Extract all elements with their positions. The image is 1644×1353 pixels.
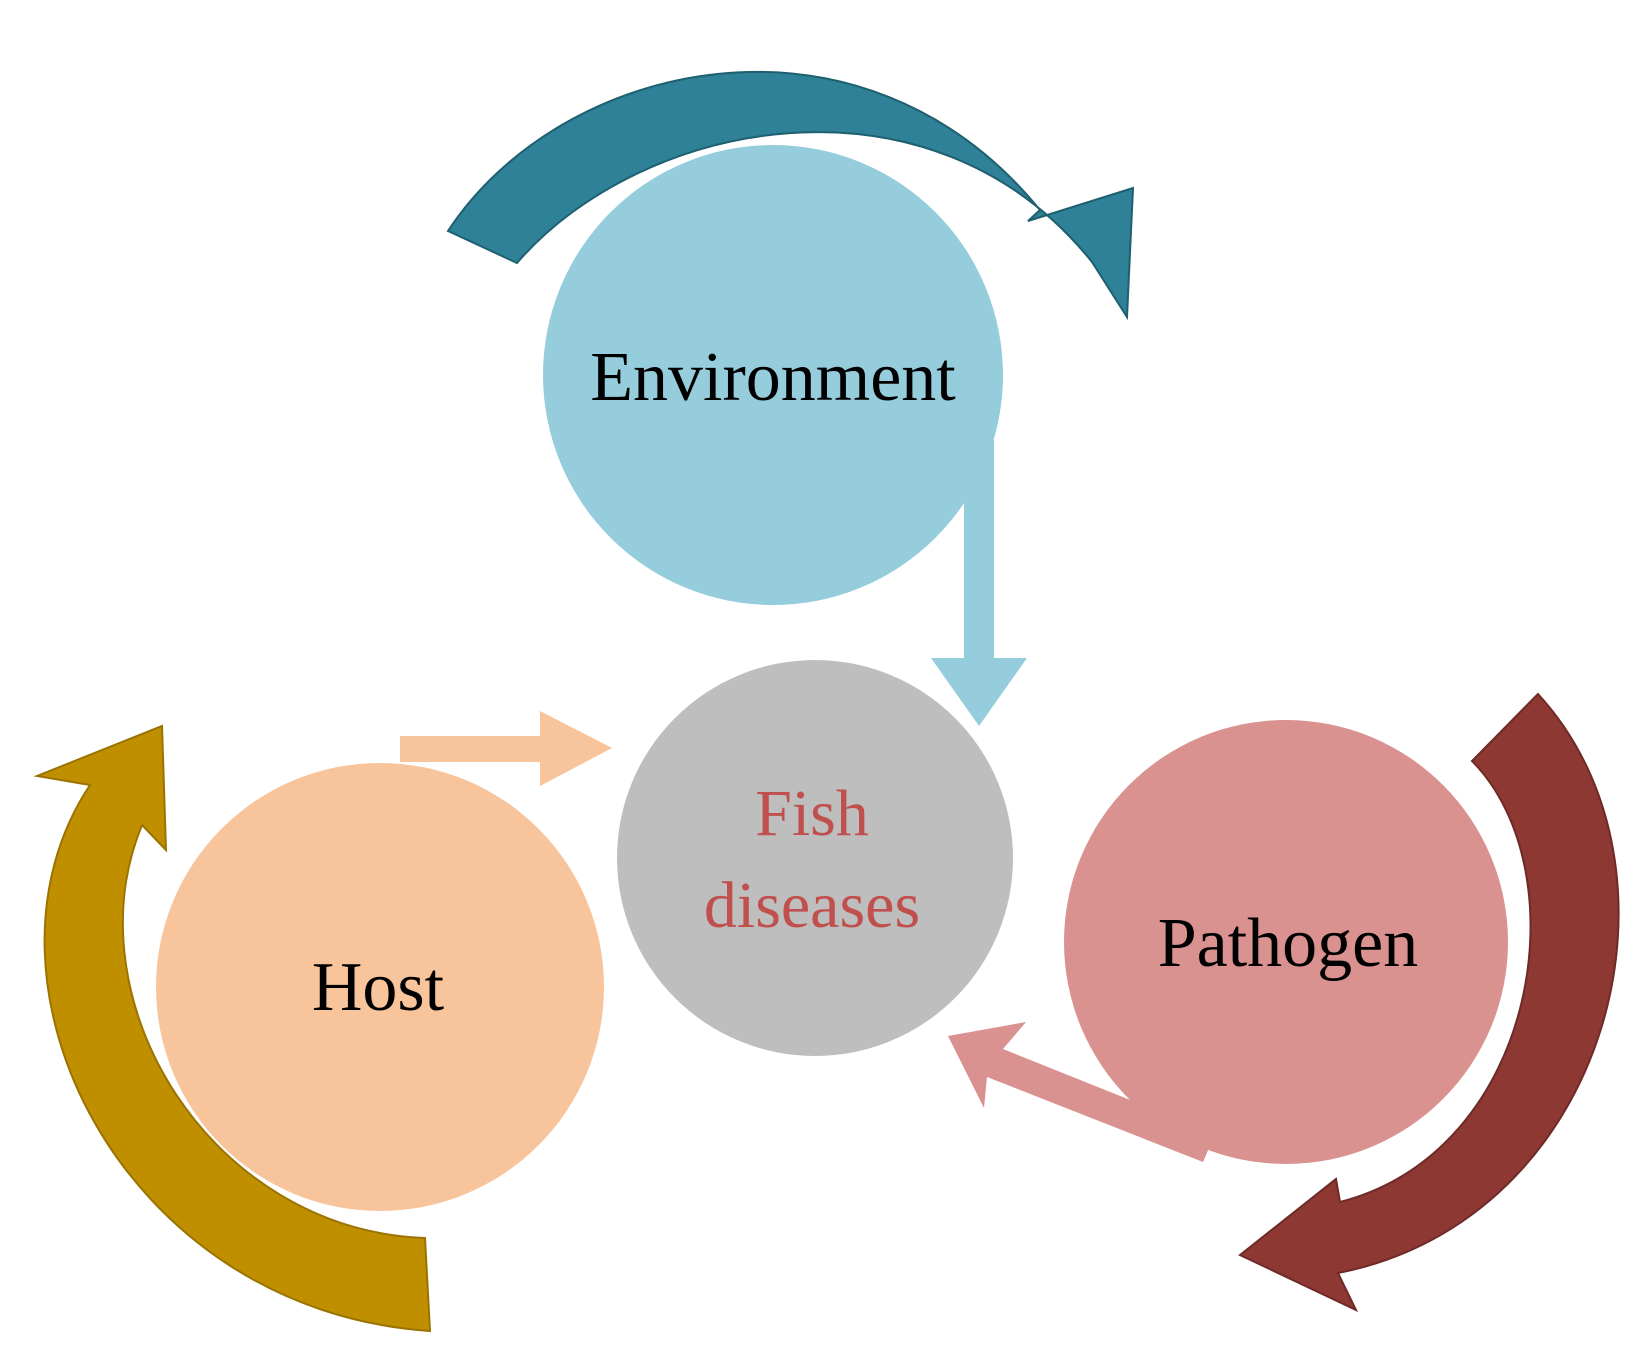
host-cycle-arrow: [33, 724, 432, 1333]
fish-diseases-circle: [617, 660, 1013, 1056]
environment-label: Environment: [590, 339, 956, 416]
pathogen-circle: [1064, 720, 1508, 1164]
host-circle: [156, 763, 604, 1211]
host-label: Host: [312, 949, 445, 1026]
fish-diseases-label-line2: diseases: [704, 869, 920, 942]
environment-cycle-arrow: [446, 70, 1135, 321]
environment-to-center-arrow: [931, 440, 1027, 726]
host-to-center-arrow: [400, 711, 612, 786]
pathogen-to-center-arrow: [948, 1022, 1215, 1162]
pathogen-cycle-arrow: [1238, 692, 1620, 1313]
fish-diseases-label-line1: Fish: [755, 777, 869, 850]
pathogen-label: Pathogen: [1158, 905, 1419, 982]
environment-circle: [543, 145, 1003, 605]
